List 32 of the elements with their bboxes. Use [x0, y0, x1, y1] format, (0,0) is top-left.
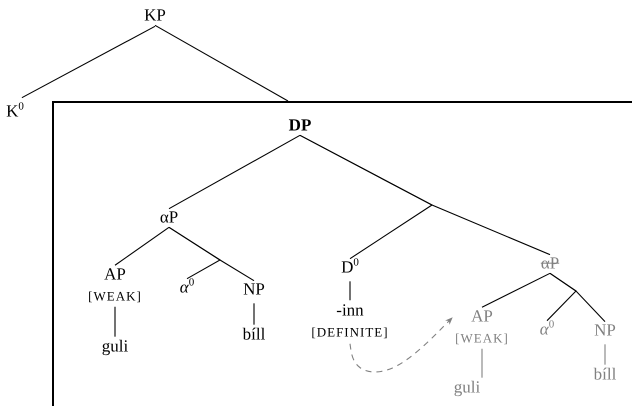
deleted-phrase-label: αP	[540, 252, 560, 276]
phrase-label: KP	[144, 4, 166, 28]
movement-arrow	[349, 317, 453, 372]
word-label: bíll	[242, 322, 266, 348]
head-label: K$^{0}$	[6, 100, 24, 124]
phrase-label: NP	[594, 318, 616, 344]
tree-branch	[604, 344, 606, 365]
tree-branch	[300, 134, 550, 256]
tree-branch	[349, 281, 351, 300]
tree-branch	[22, 26, 156, 98]
phrase-label: DP	[288, 114, 312, 138]
word-label: bíll	[594, 362, 616, 388]
tree-branch	[168, 226, 254, 282]
tree-branch	[114, 226, 170, 266]
boxed-region	[52, 101, 632, 406]
tree-branch	[482, 272, 550, 308]
head-label: α$^{0}$	[180, 276, 194, 300]
word-label: guli	[454, 376, 480, 400]
tree-branch	[253, 303, 255, 325]
head-label: D$^{0}$	[341, 256, 359, 280]
phrase-label: AP [WEAK]	[88, 262, 142, 306]
tree-branch	[168, 134, 300, 210]
word-label: guli	[102, 334, 128, 360]
tree-branch	[550, 272, 606, 322]
phrase-label: αP	[160, 206, 178, 230]
tree-branch	[114, 306, 116, 337]
tree-branch	[154, 24, 288, 102]
phrase-label: NP	[243, 278, 265, 302]
morpheme-label: -inn [DEFINITE]	[311, 298, 389, 342]
head-label: α$^{0}$	[540, 318, 554, 342]
tree-branch	[481, 348, 483, 378]
phrase-label: AP [WEAK]	[455, 304, 509, 348]
